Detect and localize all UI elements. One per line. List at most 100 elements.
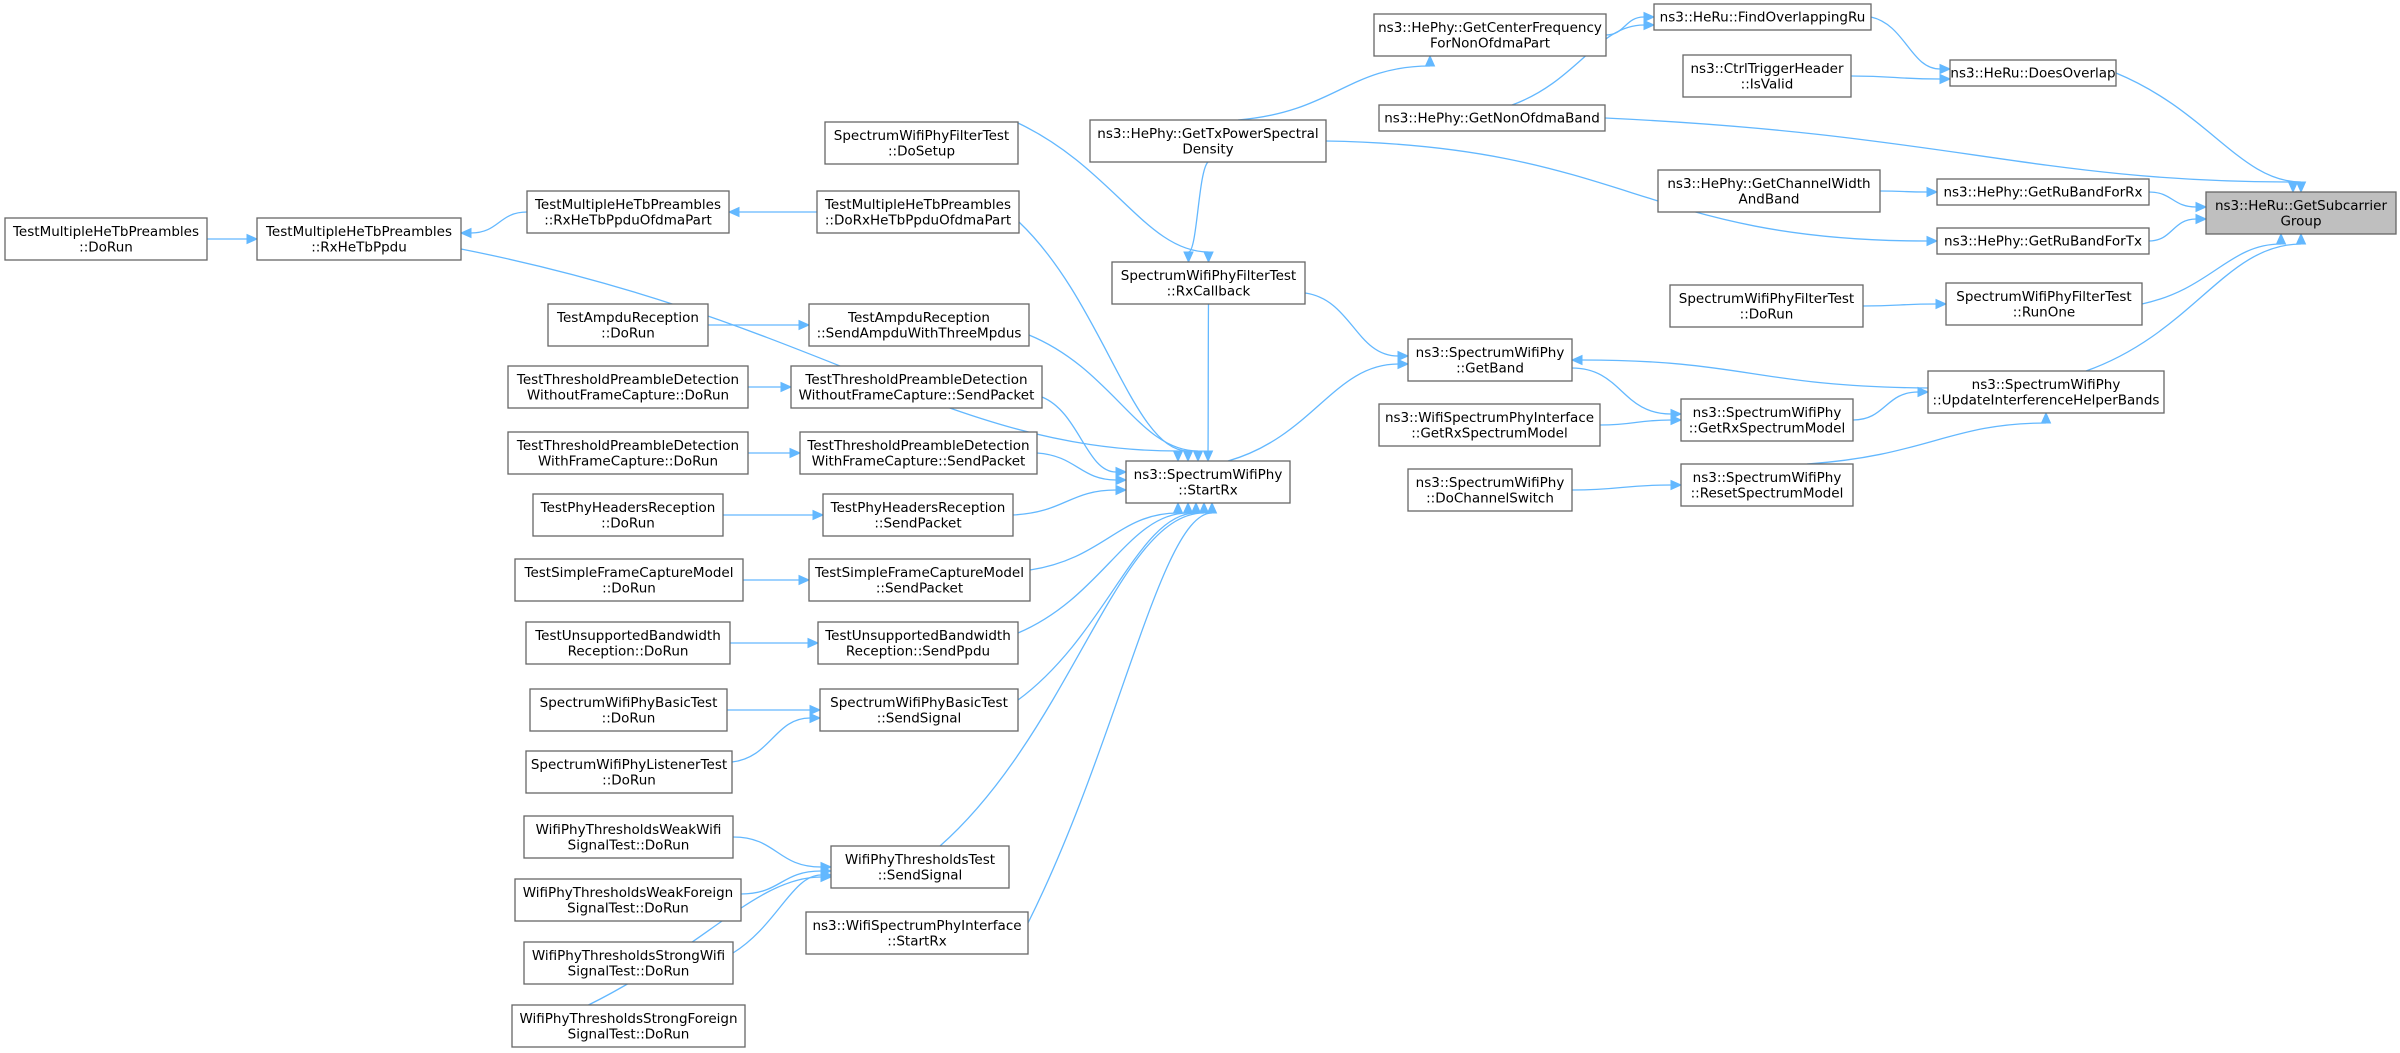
node-box-threshWDoRun[interactable]	[507, 431, 749, 475]
node-box-strongForeign[interactable]	[511, 1004, 746, 1048]
node-resetModel[interactable]: ns3::SpectrumWifiPhy::ResetSpectrumModel	[1680, 463, 1854, 507]
node-ruTx[interactable]: ns3::HePhy::GetRuBandForTx	[1936, 227, 2150, 255]
node-listenerDoRun[interactable]: SpectrumWifiPhyListenerTest::DoRun	[525, 750, 733, 794]
node-box-hdrSend[interactable]	[822, 493, 1014, 537]
node-ifaceStartRx[interactable]: ns3::WifiSpectrumPhyInterface::StartRx	[805, 911, 1029, 955]
node-box-sfcSend[interactable]	[808, 558, 1031, 602]
node-box-filterSetup[interactable]	[824, 121, 1019, 165]
node-basicDoRun[interactable]: SpectrumWifiPhyBasicTest::DoRun	[529, 688, 728, 732]
node-box-unsupSend[interactable]	[817, 621, 1019, 665]
node-box-doChanSwitch[interactable]	[1407, 468, 1573, 512]
node-findOverlap[interactable]: ns3::HeRu::FindOverlappingRu	[1653, 3, 1872, 31]
node-label-centerFreq-1: ForNonOfdmaPart	[1430, 35, 1550, 51]
node-mhtbDoRun[interactable]: TestMultipleHeTbPreambles::DoRun	[4, 217, 208, 261]
node-mhtbRxOfdma[interactable]: TestMultipleHeTbPreambles::RxHeTbPpduOfd…	[526, 190, 730, 234]
node-box-threshWSend[interactable]	[799, 431, 1038, 475]
node-box-threshSend[interactable]	[830, 845, 1010, 889]
node-box-mhtbRxOfdma[interactable]	[526, 190, 730, 234]
node-box-txPsd[interactable]	[1089, 119, 1327, 163]
node-filterDoRun[interactable]: SpectrumWifiPhyFilterTest::DoRun	[1669, 284, 1864, 328]
node-ampduDoRun[interactable]: TestAmpduReception::DoRun	[547, 303, 709, 347]
node-label-hdrSend-1: ::SendPacket	[874, 515, 961, 531]
node-box-resetModel[interactable]	[1680, 463, 1854, 507]
node-mhtbDoRxOfdma[interactable]: TestMultipleHeTbPreambles::DoRxHeTbPpduO…	[816, 190, 1020, 234]
node-box-ampduDoRun[interactable]	[547, 303, 709, 347]
node-mhtbRx[interactable]: TestMultipleHeTbPreambles::RxHeTbPpdu	[256, 217, 462, 261]
node-startRx[interactable]: ns3::SpectrumWifiPhy::StartRx	[1125, 460, 1291, 504]
node-strongWifi[interactable]: WifiPhyThresholdsStrongWifiSignalTest::D…	[523, 941, 734, 985]
node-box-filterDoRun[interactable]	[1669, 284, 1864, 328]
node-weakForeign[interactable]: WifiPhyThresholdsWeakForeignSignalTest::…	[514, 878, 742, 922]
node-box-mhtbDoRun[interactable]	[4, 217, 208, 261]
node-box-mhtbRx[interactable]	[256, 217, 462, 261]
node-box-basicSend[interactable]	[819, 688, 1019, 732]
node-label-ampduDoRun-0: TestAmpduReception	[556, 310, 699, 326]
node-hdrSend[interactable]: TestPhyHeadersReception::SendPacket	[822, 493, 1014, 537]
node-box-threshWoSend[interactable]	[790, 365, 1043, 409]
node-filterSetup[interactable]: SpectrumWifiPhyFilterTest::DoSetup	[824, 121, 1019, 165]
node-box-threshWoDoRun[interactable]	[507, 365, 749, 409]
node-box-ruTx[interactable]	[1936, 227, 2150, 255]
node-threshWDoRun[interactable]: TestThresholdPreambleDetectionWithFrameC…	[507, 431, 749, 475]
node-sfcDoRun[interactable]: TestSimpleFrameCaptureModel::DoRun	[514, 558, 744, 602]
node-box-ifaceGetRx[interactable]	[1378, 403, 1601, 447]
node-ifaceGetRx[interactable]: ns3::WifiSpectrumPhyInterface::GetRxSpec…	[1378, 403, 1601, 447]
node-centerFreq[interactable]: ns3::HePhy::GetCenterFrequencyForNonOfdm…	[1373, 13, 1607, 57]
node-basicSend[interactable]: SpectrumWifiPhyBasicTest::SendSignal	[819, 688, 1019, 732]
node-ampduSend[interactable]: TestAmpduReception::SendAmpduWithThreeMp…	[808, 303, 1030, 347]
node-box-rxCallback[interactable]	[1111, 261, 1306, 305]
node-box-listenerDoRun[interactable]	[525, 750, 733, 794]
node-box-getBand[interactable]	[1407, 338, 1573, 382]
node-sfcSend[interactable]: TestSimpleFrameCaptureModel::SendPacket	[808, 558, 1031, 602]
node-box-ctrlTrigger[interactable]	[1682, 54, 1852, 98]
node-getBand[interactable]: ns3::SpectrumWifiPhy::GetBand	[1407, 338, 1573, 382]
node-hdrDoRun[interactable]: TestPhyHeadersReception::DoRun	[532, 493, 724, 537]
node-box-root[interactable]	[2205, 191, 2397, 235]
node-box-chanWidth[interactable]	[1657, 169, 1881, 213]
node-weakWifi[interactable]: WifiPhyThresholdsWeakWifiSignalTest::DoR…	[523, 815, 734, 859]
node-box-weakForeign[interactable]	[514, 878, 742, 922]
node-box-startRx[interactable]	[1125, 460, 1291, 504]
node-box-updateBands[interactable]	[1927, 370, 2165, 414]
node-label-strongForeign-0: WifiPhyThresholdsStrongForeign	[519, 1011, 737, 1027]
node-box-doesOverlap[interactable]	[1949, 59, 2117, 87]
node-box-unsupDoRun[interactable]	[525, 621, 731, 665]
arrowhead-basicDoRun-to-basicSend	[809, 704, 822, 716]
node-doesOverlap[interactable]: ns3::HeRu::DoesOverlap	[1949, 59, 2117, 87]
node-filterRunOne[interactable]: SpectrumWifiPhyFilterTest::RunOne	[1945, 282, 2143, 326]
node-box-strongWifi[interactable]	[523, 941, 734, 985]
node-unsupSend[interactable]: TestUnsupportedBandwidthReception::SendP…	[817, 621, 1019, 665]
node-threshWoDoRun[interactable]: TestThresholdPreambleDetectionWithoutFra…	[507, 365, 749, 409]
node-updateBands[interactable]: ns3::SpectrumWifiPhy::UpdateInterference…	[1927, 370, 2165, 414]
node-ctrlTrigger[interactable]: ns3::CtrlTriggerHeader::IsValid	[1682, 54, 1852, 98]
node-box-basicDoRun[interactable]	[529, 688, 728, 732]
node-box-getRxModel[interactable]	[1680, 398, 1854, 442]
node-box-ampduSend[interactable]	[808, 303, 1030, 347]
node-label-doesOverlap-0: ns3::HeRu::DoesOverlap	[1950, 66, 2115, 82]
node-doChanSwitch[interactable]: ns3::SpectrumWifiPhy::DoChannelSwitch	[1407, 468, 1573, 512]
node-box-nonOfdma[interactable]	[1378, 104, 1606, 132]
node-rxCallback[interactable]: SpectrumWifiPhyFilterTest::RxCallback	[1111, 261, 1306, 305]
node-box-sfcDoRun[interactable]	[514, 558, 744, 602]
node-threshWoSend[interactable]: TestThresholdPreambleDetectionWithoutFra…	[790, 365, 1043, 409]
node-box-filterRunOne[interactable]	[1945, 282, 2143, 326]
node-threshWSend[interactable]: TestThresholdPreambleDetectionWithFrameC…	[799, 431, 1038, 475]
node-ruRx[interactable]: ns3::HePhy::GetRuBandForRx	[1936, 178, 2150, 206]
node-box-ruRx[interactable]	[1936, 178, 2150, 206]
node-box-weakWifi[interactable]	[523, 815, 734, 859]
node-box-centerFreq[interactable]	[1373, 13, 1607, 57]
node-strongForeign[interactable]: WifiPhyThresholdsStrongForeignSignalTest…	[511, 1004, 746, 1048]
node-box-hdrDoRun[interactable]	[532, 493, 724, 537]
node-box-findOverlap[interactable]	[1653, 3, 1872, 31]
node-label-ruRx-0: ns3::HePhy::GetRuBandForRx	[1943, 185, 2142, 201]
node-threshSend[interactable]: WifiPhyThresholdsTest::SendSignal	[830, 845, 1010, 889]
node-box-ifaceStartRx[interactable]	[805, 911, 1029, 955]
node-box-mhtbDoRxOfdma[interactable]	[816, 190, 1020, 234]
node-getRxModel[interactable]: ns3::SpectrumWifiPhy::GetRxSpectrumModel	[1680, 398, 1854, 442]
node-label-mhtbDoRun-1: ::DoRun	[79, 239, 133, 255]
node-nonOfdma[interactable]: ns3::HePhy::GetNonOfdmaBand	[1378, 104, 1606, 132]
